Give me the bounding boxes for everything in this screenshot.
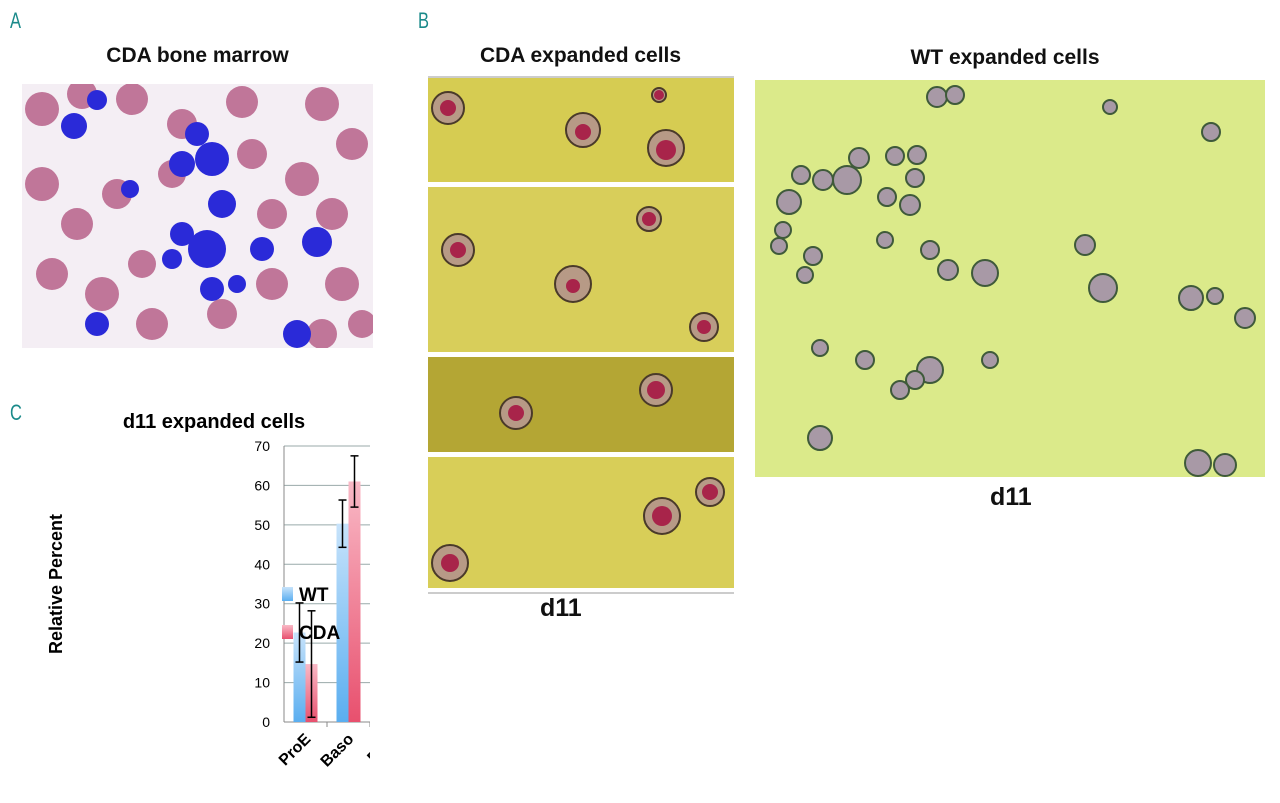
legend-label-wt: WT	[299, 585, 329, 606]
cda-cells-title: CDA expanded cells	[479, 44, 682, 67]
y-tick-label: 30	[254, 596, 270, 612]
x-tick-label: ProE	[276, 731, 315, 770]
y-tick-label: 20	[254, 635, 270, 651]
y-tick-label: 70	[254, 438, 270, 454]
bar-wt-proe	[293, 632, 306, 722]
legend-swatch-cda	[282, 625, 293, 639]
bar-chart: d11 expanded cells Relative Percent 0 10 2…	[46, 411, 370, 771]
legend-swatch-wt	[282, 587, 293, 601]
x-tick-label: Poly	[364, 731, 370, 767]
x-tick-label: Baso	[318, 731, 358, 771]
bone-marrow-micrograph	[22, 84, 373, 348]
wt-expanded-cells-micrograph	[755, 80, 1265, 477]
bar-wt-baso	[336, 523, 349, 722]
y-tick-label: 10	[254, 675, 270, 691]
y-tick-label: 0	[262, 714, 270, 730]
panel-a-title: CDA bone marrow	[106, 44, 289, 67]
cda-expanded-cells-micrographs	[428, 76, 734, 594]
wt-day-label: d11	[990, 483, 1032, 511]
panel-c-label: C	[10, 400, 22, 425]
y-tick-label: 60	[254, 477, 270, 493]
y-axis-label: Relative Percent	[46, 514, 66, 654]
y-tick-label: 50	[254, 517, 270, 533]
cda-day-label: d11	[540, 594, 582, 622]
legend-label-cda: CDA	[299, 623, 340, 644]
panel-b-label: B	[418, 8, 430, 33]
wt-cells-title: WT expanded cells	[910, 46, 1100, 69]
chart-title: d11 expanded cells	[123, 411, 305, 433]
y-tick-label: 40	[254, 556, 270, 572]
bar-cda-baso	[348, 481, 361, 722]
panel-a-label: A	[10, 8, 22, 33]
